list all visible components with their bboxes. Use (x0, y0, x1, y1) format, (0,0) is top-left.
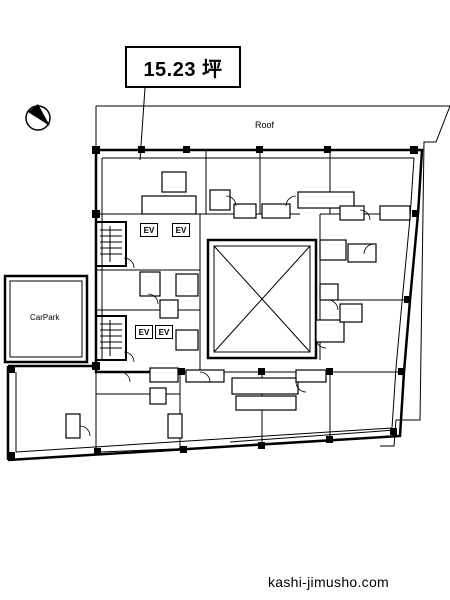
area-label: 15.23 坪 (125, 46, 241, 88)
compass-icon (25, 104, 51, 131)
area-pointer-line (139, 87, 146, 161)
site-watermark: kashi-jimusho.com (268, 574, 390, 590)
carpark-block (3, 274, 89, 364)
elevator-label: EV (172, 223, 190, 237)
elevator-label: EV (155, 325, 173, 339)
stair-core (95, 221, 127, 361)
structural-columns (8, 146, 419, 459)
service-blocks (65, 171, 411, 439)
elevator-label: EV (140, 223, 158, 237)
roof-label: Roof (255, 120, 275, 130)
carpark-label: CarPark (30, 313, 60, 322)
roof-outline (95, 105, 450, 447)
door-swings (79, 195, 375, 437)
atrium-void (206, 238, 318, 360)
elevator-label: EV (135, 325, 153, 339)
